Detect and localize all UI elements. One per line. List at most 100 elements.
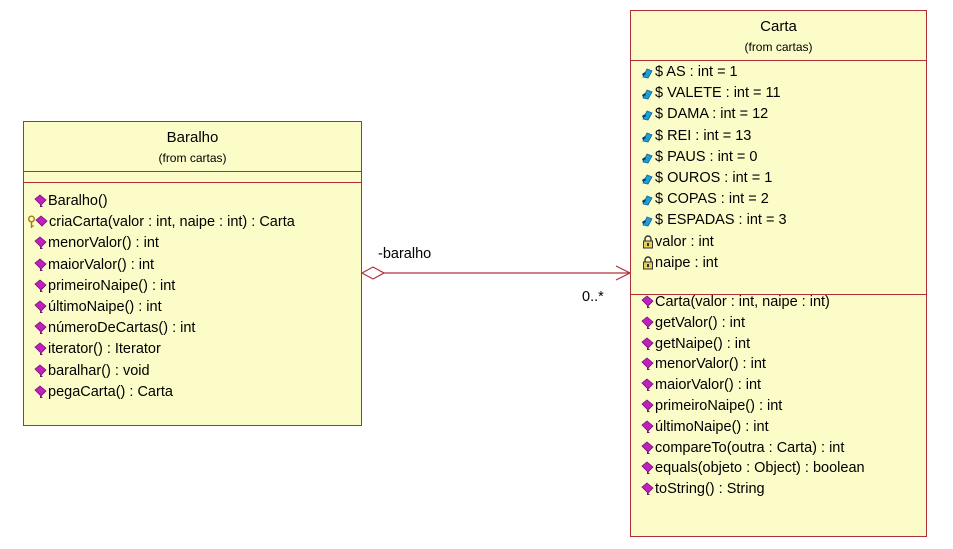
operation-item[interactable]: toString() : String bbox=[641, 479, 765, 499]
operation-item[interactable]: maiorValor() : int bbox=[641, 375, 761, 395]
attribute-item[interactable]: $ COPAS : int = 2 bbox=[641, 189, 769, 209]
attribute-item[interactable]: $ AS : int = 1 bbox=[641, 62, 738, 82]
attribute-item[interactable]: $ DAMA : int = 12 bbox=[641, 104, 768, 124]
operation-item[interactable]: últimoNaipe() : int bbox=[641, 417, 769, 437]
static-attribute-icon bbox=[641, 213, 654, 227]
attribute-item[interactable]: $ ESPADAS : int = 3 bbox=[641, 210, 787, 230]
static-attribute-icon bbox=[641, 129, 654, 143]
attribute-item[interactable]: naipe : int bbox=[641, 253, 718, 273]
operation-text: pegaCarta() : Carta bbox=[48, 383, 173, 400]
public-method-icon bbox=[641, 482, 654, 496]
operation-text: getValor() : int bbox=[655, 314, 745, 331]
operation-text: equals(objeto : Object) : boolean bbox=[655, 460, 865, 477]
attribute-text: $ PAUS : int = 0 bbox=[655, 148, 758, 165]
operation-item[interactable]: Carta(valor : int, naipe : int) bbox=[641, 292, 830, 312]
operation-item[interactable]: primeiroNaipe() : int bbox=[34, 276, 175, 296]
operation-item[interactable]: Baralho() bbox=[34, 191, 108, 211]
attribute-item[interactable]: $ REI : int = 13 bbox=[641, 126, 751, 146]
public-method-icon bbox=[34, 342, 47, 356]
public-method-icon bbox=[641, 295, 654, 308]
public-method-icon bbox=[641, 461, 654, 475]
operation-item[interactable]: menorValor() : int bbox=[34, 233, 159, 253]
operation-item[interactable]: criaCarta(valor : int, naipe : int) : Ca… bbox=[28, 212, 295, 232]
class-baralho[interactable]: Baralho (from cartas) Baralho() criaCarta… bbox=[23, 121, 362, 426]
public-method-icon bbox=[641, 378, 654, 392]
operation-text: maiorValor() : int bbox=[48, 256, 155, 273]
attribute-text: $ AS : int = 1 bbox=[655, 64, 738, 80]
attribute-text: $ ESPADAS : int = 3 bbox=[655, 212, 787, 229]
attribute-text: $ COPAS : int = 2 bbox=[655, 191, 769, 208]
private-lock-icon bbox=[641, 234, 654, 249]
attribute-text: $ VALETE : int = 11 bbox=[655, 85, 781, 102]
class-carta[interactable]: Carta (from cartas) $ AS : int = 1 $ VALE… bbox=[630, 10, 927, 537]
operation-item[interactable]: iterator() : Iterator bbox=[34, 339, 161, 359]
public-method-icon bbox=[641, 337, 654, 350]
public-method-icon bbox=[34, 194, 47, 207]
attribute-text: valor : int bbox=[655, 233, 714, 250]
attribute-item[interactable]: $ OUROS : int = 1 bbox=[641, 168, 772, 188]
operation-text: criaCarta(valor : int, naipe : int) : Ca… bbox=[49, 214, 295, 231]
operation-item[interactable]: númeroDeCartas() : int bbox=[34, 318, 195, 338]
public-method-icon bbox=[34, 385, 47, 398]
compartment-divider bbox=[631, 60, 926, 61]
public-method-icon bbox=[34, 364, 47, 377]
private-method-icon bbox=[28, 215, 48, 229]
class-name: Carta bbox=[760, 18, 797, 35]
operation-text: Carta(valor : int, naipe : int) bbox=[655, 294, 830, 310]
operation-item[interactable]: getValor() : int bbox=[641, 313, 745, 333]
compartment-divider bbox=[24, 171, 361, 172]
class-stereotype: (from cartas) bbox=[158, 151, 227, 165]
static-attribute-icon bbox=[641, 150, 654, 164]
attribute-text: naipe : int bbox=[655, 254, 718, 271]
compartment-divider bbox=[24, 182, 361, 183]
operation-text: compareTo(outra : Carta) : int bbox=[655, 439, 845, 456]
attribute-item[interactable]: $ PAUS : int = 0 bbox=[641, 147, 758, 167]
public-method-icon bbox=[34, 279, 47, 292]
public-method-icon bbox=[641, 441, 654, 454]
operation-text: últimoNaipe() : int bbox=[655, 418, 769, 435]
operation-item[interactable]: compareTo(outra : Carta) : int bbox=[641, 438, 844, 458]
multiplicity-label: 0..* bbox=[582, 289, 604, 305]
operation-item[interactable]: primeiroNaipe() : int bbox=[641, 396, 782, 416]
operation-text: menorValor() : int bbox=[48, 235, 159, 252]
public-method-icon bbox=[34, 236, 47, 250]
operation-item[interactable]: getNaipe() : int bbox=[641, 334, 750, 354]
operation-text: getNaipe() : int bbox=[655, 335, 751, 352]
static-attribute-icon bbox=[641, 65, 654, 79]
operation-text: iterator() : Iterator bbox=[48, 341, 161, 358]
attribute-text: $ DAMA : int = 12 bbox=[655, 106, 769, 123]
operation-item[interactable]: equals(objeto : Object) : boolean bbox=[641, 458, 865, 478]
operation-text: toString() : String bbox=[655, 481, 765, 498]
public-method-icon bbox=[34, 258, 47, 271]
operation-text: maiorValor() : int bbox=[655, 377, 762, 394]
operation-item[interactable]: últimoNaipe() : int bbox=[34, 297, 162, 317]
static-attribute-icon bbox=[641, 192, 654, 206]
operation-text: primeiroNaipe() : int bbox=[48, 277, 176, 294]
operation-item[interactable]: baralhar() : void bbox=[34, 361, 150, 381]
class-stereotype: (from cartas) bbox=[744, 40, 813, 54]
operation-text: baralhar() : void bbox=[48, 362, 150, 379]
operation-text: últimoNaipe() : int bbox=[48, 299, 162, 315]
operation-item[interactable]: maiorValor() : int bbox=[34, 255, 154, 275]
association-role-label: -baralho bbox=[378, 246, 432, 262]
public-method-icon bbox=[34, 321, 47, 335]
private-lock-icon bbox=[641, 256, 654, 270]
attribute-item[interactable]: $ VALETE : int = 11 bbox=[641, 83, 781, 103]
public-method-icon bbox=[641, 316, 654, 329]
aggregation-diamond bbox=[360, 266, 386, 280]
static-attribute-icon bbox=[641, 107, 654, 121]
static-attribute-icon bbox=[641, 171, 654, 185]
operation-item[interactable]: menorValor() : int bbox=[641, 354, 766, 374]
compartment-divider bbox=[631, 294, 926, 295]
public-method-icon bbox=[34, 300, 47, 313]
operation-item[interactable]: pegaCarta() : Carta bbox=[34, 382, 173, 402]
attribute-item[interactable]: valor : int bbox=[641, 232, 714, 252]
operation-text: primeiroNaipe() : int bbox=[655, 398, 783, 414]
static-attribute-icon bbox=[641, 86, 654, 100]
public-method-icon bbox=[641, 357, 654, 371]
attribute-text: $ OUROS : int = 1 bbox=[655, 170, 773, 186]
class-name: Baralho bbox=[166, 129, 219, 146]
operation-text: Baralho() bbox=[48, 193, 108, 209]
attribute-text: $ REI : int = 13 bbox=[655, 127, 752, 144]
